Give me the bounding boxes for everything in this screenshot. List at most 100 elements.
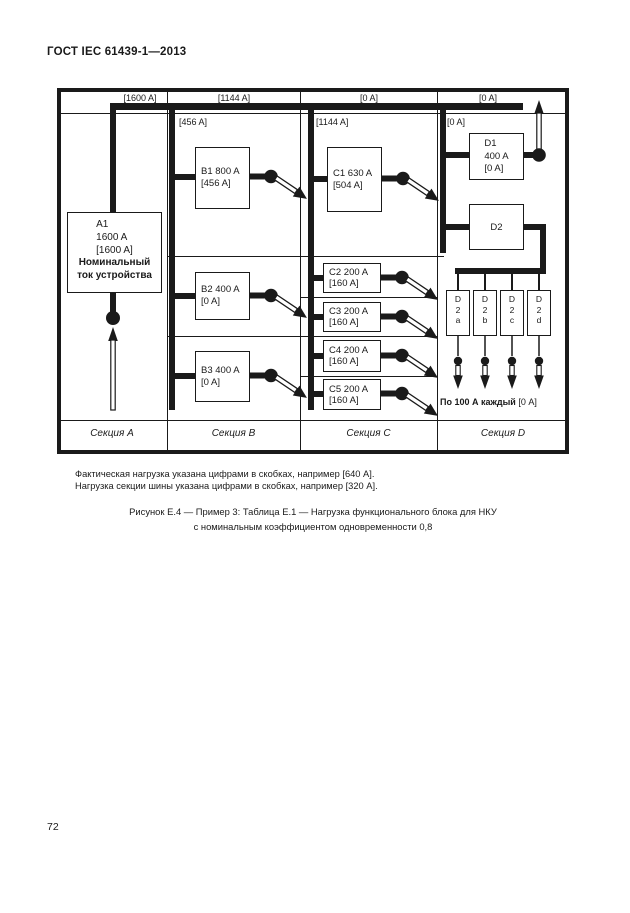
supply-arrow-icon <box>108 327 118 411</box>
riser-b <box>169 103 175 410</box>
load-arrow-d2a-icon <box>452 336 464 393</box>
supply-node-dot <box>106 311 120 325</box>
bus-load-label-c: [0 A] <box>359 93 378 103</box>
divider-row-c2-c3 <box>301 297 437 298</box>
connector-c3 <box>312 314 323 320</box>
unit-d2b-box: D 2 b <box>473 290 497 336</box>
figure-caption-line1: Рисунок Е.4 — Пример 3: Таблица Е.1 — На… <box>129 506 497 517</box>
divider-section-c-d <box>437 92 438 450</box>
connector-c2 <box>312 275 323 281</box>
sub-feeders-note-value: [0 A] <box>518 397 537 407</box>
incomer-a1-box: A1 1600 A [1600 A] Номинальный ток устро… <box>67 212 162 293</box>
unit-d2c-box: D 2 c <box>500 290 524 336</box>
figure-caption: Рисунок Е.4 — Пример 3: Таблица Е.1 — На… <box>57 505 569 534</box>
unit-d1-rating: 400 A <box>484 150 509 162</box>
unit-c2-rating: C2 200 A <box>329 267 369 278</box>
load-arrow-c5-icon <box>380 383 442 429</box>
unit-c2-box: C2 200 A [160 A] <box>323 263 381 293</box>
riser-c <box>308 103 314 410</box>
connector-c5 <box>312 391 323 397</box>
unit-c5-box: C5 200 A [160 A] <box>323 379 381 410</box>
connector-d1 <box>444 152 469 158</box>
load-arrow-b2-icon <box>249 285 311 331</box>
page-number: 72 <box>47 821 59 833</box>
connector-b1 <box>173 174 195 180</box>
divider-row-2 <box>167 336 437 337</box>
connector-d2 <box>444 224 469 230</box>
load-arrow-c1-icon <box>381 168 443 214</box>
backfeed-arrow-d1-icon <box>532 100 546 162</box>
unit-b3-box: B3 400 A [0 A] <box>195 351 250 402</box>
unit-b1-box: B1 800 A [456 A] <box>195 147 250 209</box>
connector-c1 <box>312 176 327 182</box>
main-busbar <box>111 103 523 110</box>
unit-b2-load: [0 A] <box>201 296 221 307</box>
unit-c5-rating: C5 200 A <box>329 383 369 395</box>
drop-d2a <box>457 274 459 290</box>
unit-c4-load: [160 A] <box>329 356 359 367</box>
unit-c2-load: [160 A] <box>329 278 359 289</box>
d2-downfeed <box>540 224 546 274</box>
riser-d <box>440 103 446 253</box>
drop-d2d <box>538 274 540 290</box>
incomer-rated-current: 1600 A <box>96 232 128 243</box>
unit-c3-load: [160 A] <box>329 317 359 328</box>
feeder-label-b: [456 A] <box>179 117 208 127</box>
unit-b2-box: B2 400 A [0 A] <box>195 272 250 320</box>
divider-row-1 <box>167 256 444 257</box>
divider-footer-row <box>61 420 565 421</box>
unit-c1-load: [504 A] <box>333 179 363 191</box>
unit-c3-box: C3 200 A [160 A] <box>323 302 381 332</box>
unit-c5-load: [160 A] <box>329 394 359 406</box>
unit-c3-rating: C3 200 A <box>329 306 369 317</box>
unit-c4-box: C4 200 A [160 A] <box>323 340 381 372</box>
divider-section-b-c <box>300 92 301 450</box>
document-title: ГОСТ IEC 61439-1—2013 <box>47 46 187 58</box>
load-arrow-b3-icon <box>249 365 311 411</box>
incomer-id: A1 <box>96 219 109 230</box>
diagram-frame <box>57 88 569 454</box>
divider-section-a-b <box>167 92 168 450</box>
section-label-b: Секция В <box>211 428 256 439</box>
unit-d1-box: D1 400 A [0 A] <box>469 133 524 180</box>
bus-load-label-d: [0 A] <box>478 93 497 103</box>
unit-c1-rating: C1 630 A <box>333 167 373 179</box>
unit-d2a-box: D 2 a <box>446 290 470 336</box>
section-label-a: Секция А <box>90 428 134 439</box>
unit-b1-rating: B1 800 A <box>201 166 240 177</box>
sub-feeders-note-text: По 100 А каждый <box>440 397 516 407</box>
riser-a-lower <box>110 292 116 316</box>
section-label-c: Секция С <box>346 428 391 439</box>
stub-d2-out <box>524 224 546 230</box>
bus-load-label-a: [1600 A] <box>123 93 157 103</box>
connector-b2 <box>173 293 195 299</box>
feeder-label-d: [0 A] <box>447 117 466 127</box>
incomer-note-line2: ток устройства <box>77 269 152 281</box>
load-arrow-d2d-icon <box>533 336 545 393</box>
drop-d2b <box>484 274 486 290</box>
stub-d1-out <box>524 152 534 158</box>
divider-row-c4-c5 <box>301 376 437 377</box>
sub-feeders-note: По 100 А каждый [0 A] <box>440 397 537 407</box>
unit-d1-load: [0 A] <box>484 163 504 174</box>
d2-manifold <box>455 268 546 274</box>
unit-b3-rating: B3 400 A <box>201 364 240 376</box>
unit-d2-id: D2 <box>490 221 503 233</box>
load-arrow-d2b-icon <box>479 336 491 393</box>
load-arrow-b1-icon <box>249 166 311 212</box>
incomer-actual-load: [1600 A] <box>96 245 133 256</box>
unit-b1-load: [456 A] <box>201 178 231 189</box>
figure-note-line1: Фактическая нагрузка указана цифрами в с… <box>75 469 375 479</box>
figure-note-line2: Нагрузка секции шины указана цифрами в с… <box>75 480 378 491</box>
unit-c1-box: C1 630 A [504 A] <box>327 147 382 212</box>
section-label-d: Секция D <box>480 428 526 439</box>
unit-d2d-box: D 2 d <box>527 290 551 336</box>
connector-c4 <box>312 353 323 359</box>
unit-d2-box: D2 <box>469 204 524 250</box>
drop-d2c <box>511 274 513 290</box>
riser-a-upper <box>110 103 116 213</box>
unit-c4-rating: C4 200 A <box>329 345 369 356</box>
unit-b2-rating: B2 400 A <box>201 284 240 295</box>
